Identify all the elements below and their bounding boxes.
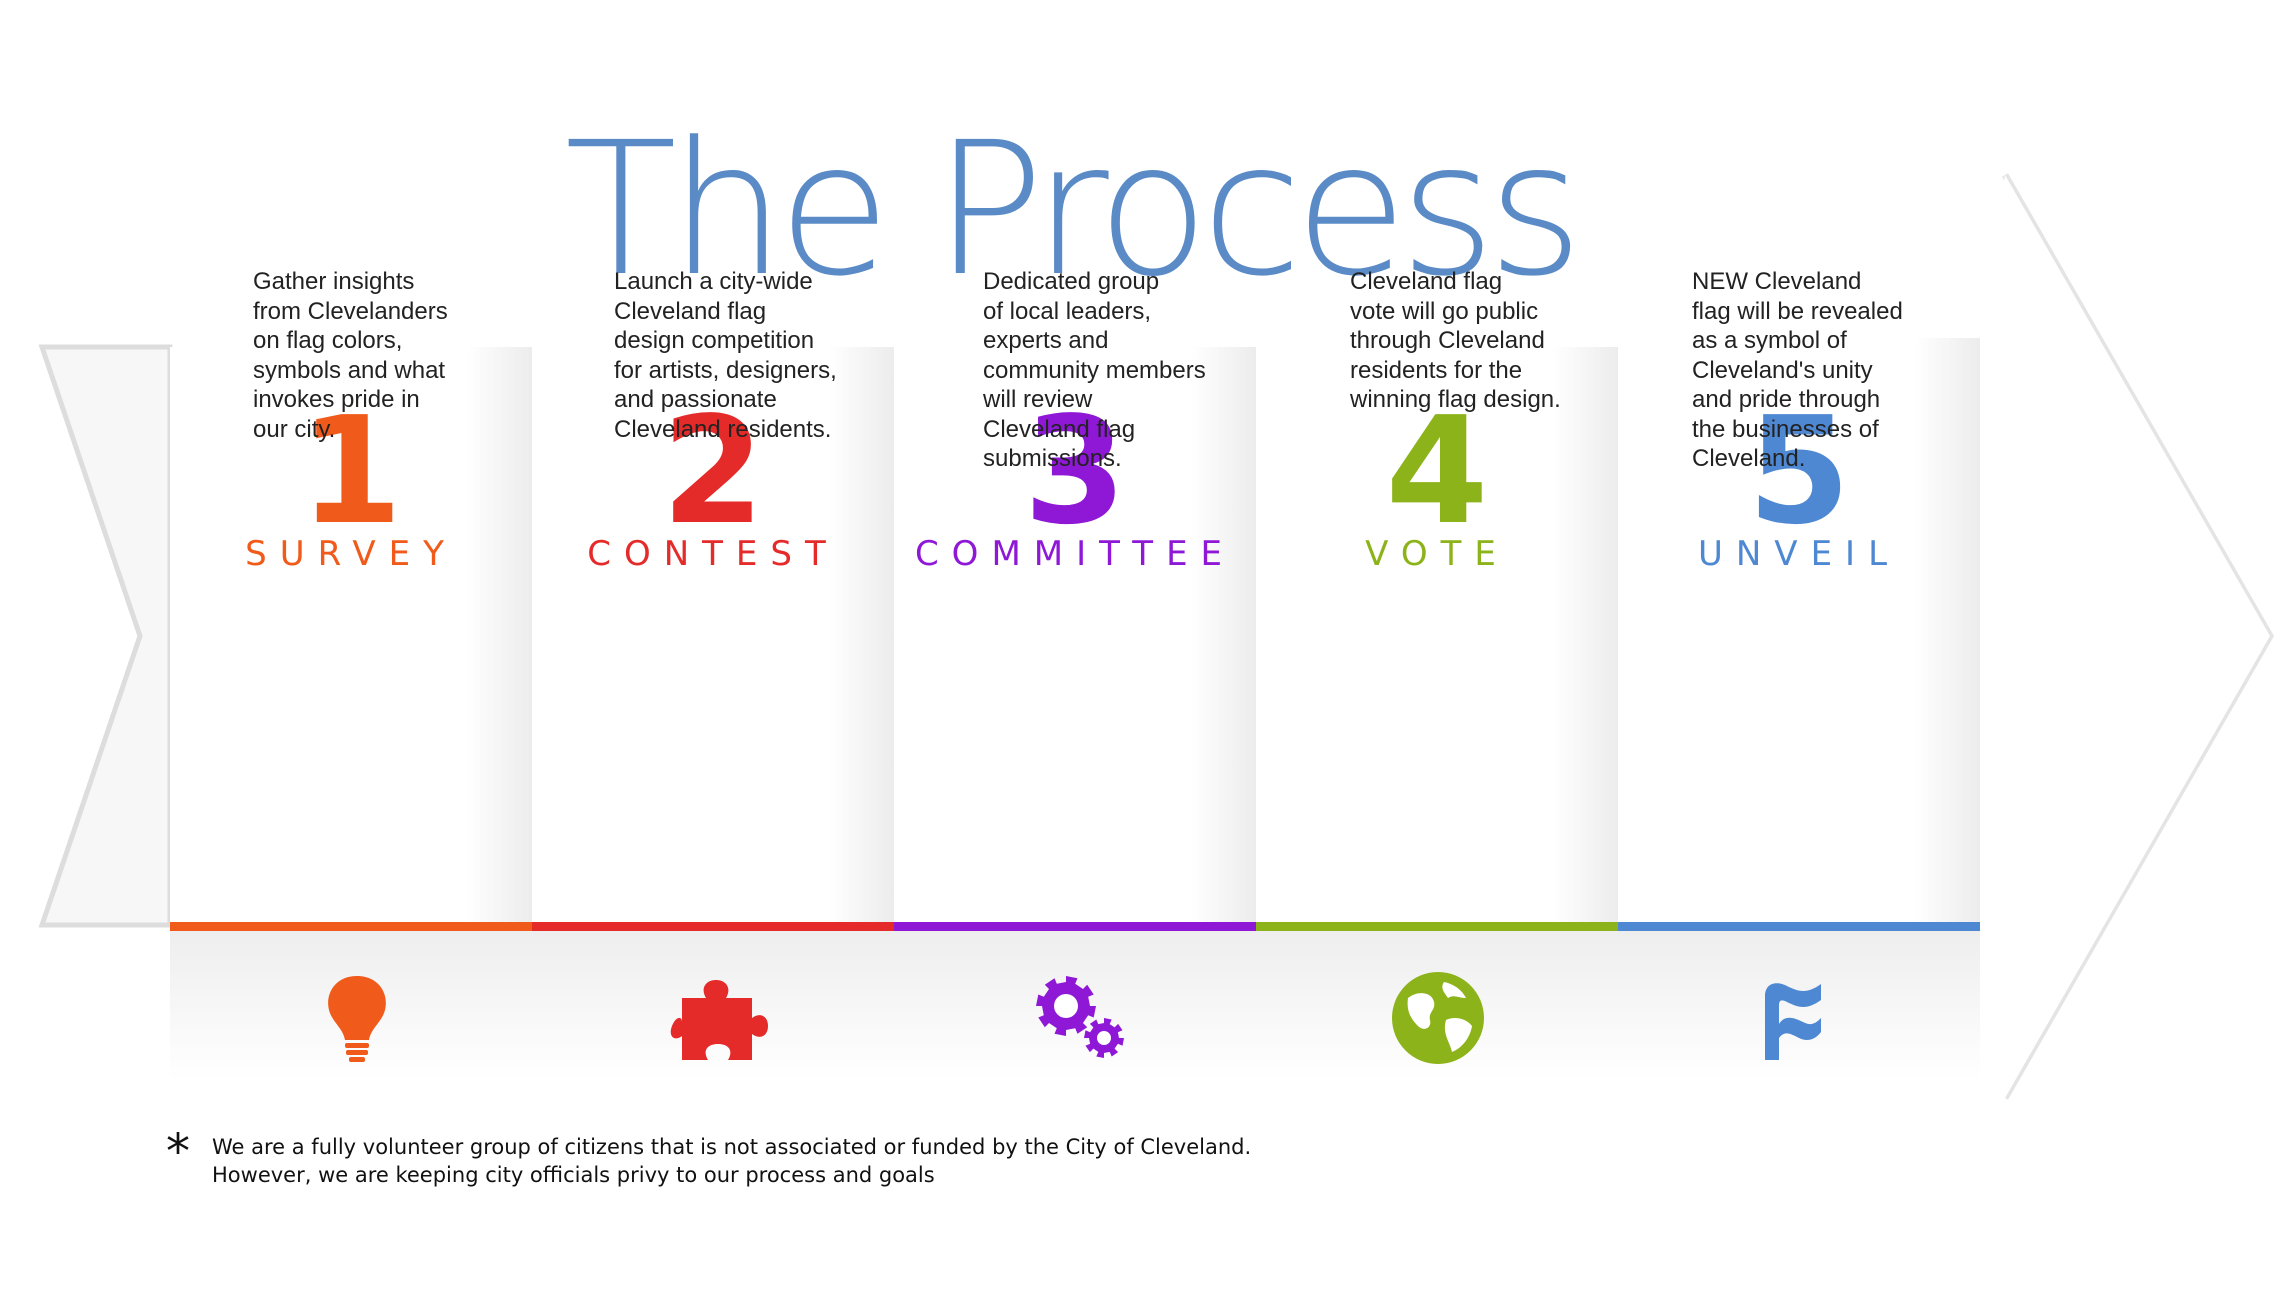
arrow-tail xyxy=(38,344,173,928)
step-color-bar xyxy=(532,922,894,931)
step-label: VOTE xyxy=(1365,534,1509,574)
wave-logo-icon xyxy=(1745,968,1845,1068)
step-color-bar xyxy=(894,922,1256,931)
step-panel-bg xyxy=(894,347,1256,925)
step-panel-bg xyxy=(532,347,894,925)
step-number: 4 xyxy=(1385,385,1489,557)
step-color-bar xyxy=(1618,922,1980,931)
globe-icon xyxy=(1388,968,1488,1068)
step-description: Launch a city-wide Cleveland flag design… xyxy=(614,268,837,443)
step-label: UNVEIL xyxy=(1697,534,1901,574)
puzzle-piece-icon xyxy=(670,968,770,1068)
step-number: 2 xyxy=(661,385,765,557)
step-description: Dedicated group of local leaders, expert… xyxy=(983,268,1206,472)
page-title: The Process xyxy=(564,103,1584,317)
footnote-asterisk: * xyxy=(166,1124,190,1180)
step-panel-bg xyxy=(1618,338,1980,925)
step-description: NEW Cleveland flag will be revealed as a… xyxy=(1692,268,1903,472)
gears-icon xyxy=(1030,968,1130,1068)
step-label: CONTEST xyxy=(587,534,839,574)
step-color-bar xyxy=(170,922,532,931)
footnote-line-1: We are a fully volunteer group of citize… xyxy=(212,1135,1252,1159)
step-number: 5 xyxy=(1747,385,1851,557)
step-color-bar xyxy=(1256,922,1618,931)
step-label: SURVEY xyxy=(245,534,457,574)
step-label: COMMITTEE xyxy=(914,534,1236,574)
step-number: 3 xyxy=(1023,385,1127,557)
lightbulb-icon xyxy=(307,968,407,1068)
step-description: Gather insights from Clevelanders on fla… xyxy=(253,268,448,443)
step-number: 1 xyxy=(299,385,403,557)
step-panel-bg xyxy=(1256,347,1618,925)
footnote: We are a fully volunteer group of citize… xyxy=(212,1133,1251,1189)
step-panels xyxy=(170,338,1980,925)
footnote-line-2: However, we are keeping city officials p… xyxy=(212,1163,935,1187)
step-panel-bg xyxy=(170,347,532,925)
step-description: Cleveland flag vote will go public throu… xyxy=(1350,268,1561,413)
